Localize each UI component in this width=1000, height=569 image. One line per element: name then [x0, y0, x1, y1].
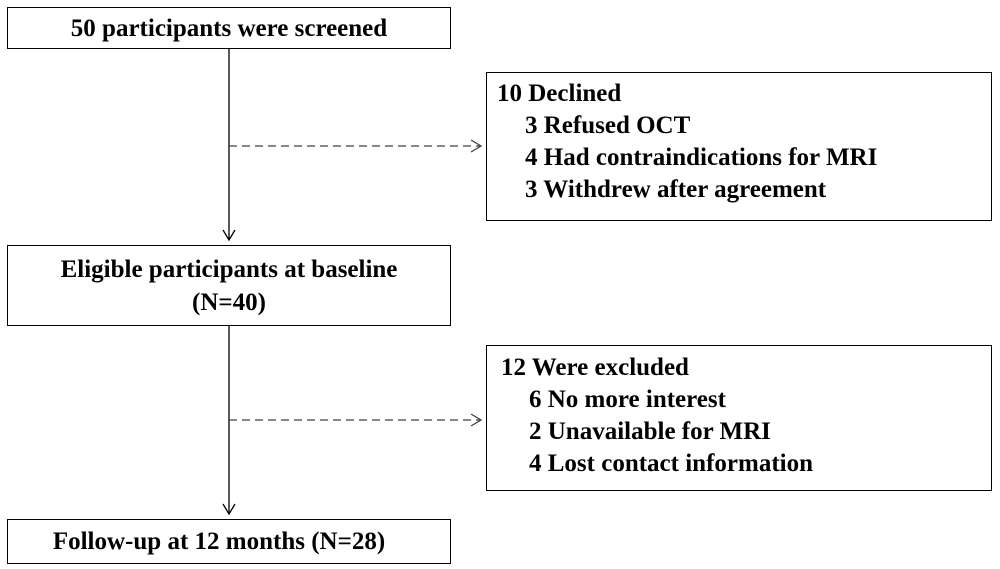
- excluded-box: 12 Were excluded 6 No more interest 2 Un…: [486, 345, 992, 491]
- followup-label: Follow-up at 12 months (N=28): [52, 528, 386, 555]
- declined-header: 10 Declined: [497, 80, 622, 107]
- excluded-header: 12 Were excluded: [501, 354, 689, 381]
- declined-item: 4 Had contraindications for MRI: [525, 144, 878, 171]
- declined-box: 10 Declined 3 Refused OCT 4 Had contrain…: [486, 72, 992, 221]
- baseline-count: (N=40): [192, 288, 266, 316]
- excluded-item: 6 No more interest: [529, 386, 726, 413]
- baseline-label: Eligible participants at baseline: [60, 255, 398, 283]
- screened-box: 50 participants were screened: [7, 7, 451, 49]
- arrowhead-baseline: [222, 229, 236, 242]
- arrowhead-followup: [222, 503, 236, 516]
- screened-label: 50 participants were screened: [70, 14, 388, 42]
- arrowhead-excluded: [470, 413, 483, 427]
- followup-box: Follow-up at 12 months (N=28): [7, 519, 451, 564]
- declined-item: 3 Withdrew after agreement: [525, 176, 827, 203]
- excluded-item: 2 Unavailable for MRI: [529, 418, 771, 445]
- arrowhead-declined: [470, 139, 483, 153]
- baseline-box: Eligible participants at baseline (N=40): [7, 245, 451, 326]
- declined-item: 3 Refused OCT: [525, 112, 691, 139]
- excluded-item: 4 Lost contact information: [529, 450, 813, 477]
